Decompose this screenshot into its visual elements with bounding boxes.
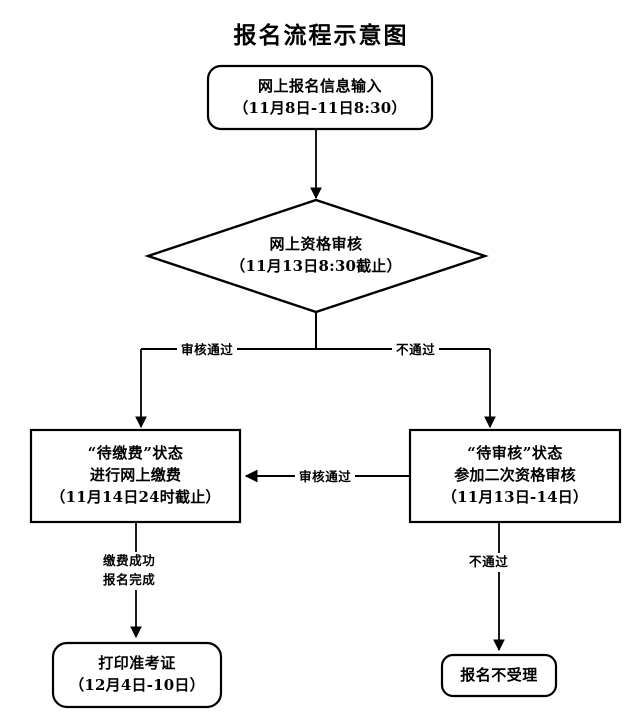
edge-label-review-fail: 不通过: [392, 341, 440, 360]
edge-label-review-pass: 审核通过: [177, 341, 238, 360]
edge-label-second-review-fail: 不通过: [465, 553, 513, 572]
node-shape-pending-review: [408, 428, 622, 524]
edge-label-payment-success: 缴费成功 报名完成: [99, 552, 160, 590]
edge-label-payment-success-line-1: 缴费成功: [103, 553, 156, 568]
page-title: 报名流程示意图: [233, 22, 409, 49]
node-shape-start: [206, 64, 434, 131]
edge-label-second-review-pass: 审核通过: [295, 468, 356, 487]
edge-label-payment-success-line-2: 报名完成: [103, 571, 156, 587]
node-shape-print-ticket: [51, 641, 223, 709]
node-shape-review: [144, 198, 489, 314]
node-shape-pending-payment: [29, 428, 242, 524]
node-shape-rejected: [440, 653, 558, 698]
